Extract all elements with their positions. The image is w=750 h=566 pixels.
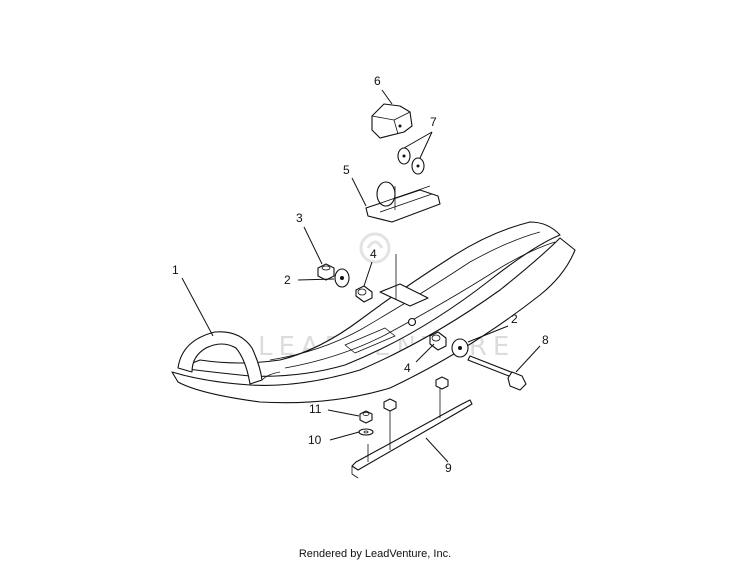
callout-labels: 1 2 3 4 5 6 7 2 4 8 9 10 11 xyxy=(172,74,549,475)
bushing-4-upper xyxy=(355,285,373,303)
callout-4-upper: 4 xyxy=(370,247,377,261)
callout-2-upper: 2 xyxy=(284,273,291,287)
bushing-4-lower xyxy=(407,317,447,351)
nut-3 xyxy=(317,263,335,281)
render-credit: Rendered by LeadVenture, Inc. xyxy=(298,548,452,560)
callout-7: 7 xyxy=(430,115,437,129)
ski-saddle-cap xyxy=(371,103,413,139)
callout-11: 11 xyxy=(309,402,322,416)
callout-1: 1 xyxy=(172,263,179,277)
ski-saddle xyxy=(365,181,441,223)
callout-9: 9 xyxy=(445,461,452,475)
ski-body xyxy=(171,221,576,404)
washer-10 xyxy=(358,428,374,436)
nut-11 xyxy=(359,410,373,424)
runner-nuts xyxy=(383,376,449,412)
washer-2-lower xyxy=(451,338,469,358)
carbide-wear-bar xyxy=(351,388,473,479)
callout-4-lower: 4 xyxy=(404,361,411,375)
leader-lines xyxy=(181,89,541,463)
bolt-8 xyxy=(467,355,527,391)
washer-2-upper xyxy=(334,268,350,288)
callout-5: 5 xyxy=(343,163,350,177)
callout-2-lower: 2 xyxy=(511,312,518,326)
callout-8: 8 xyxy=(542,333,549,347)
callout-3: 3 xyxy=(296,211,303,225)
callout-10: 10 xyxy=(308,433,322,447)
washers-7 xyxy=(397,147,425,175)
callout-6: 6 xyxy=(374,74,381,88)
